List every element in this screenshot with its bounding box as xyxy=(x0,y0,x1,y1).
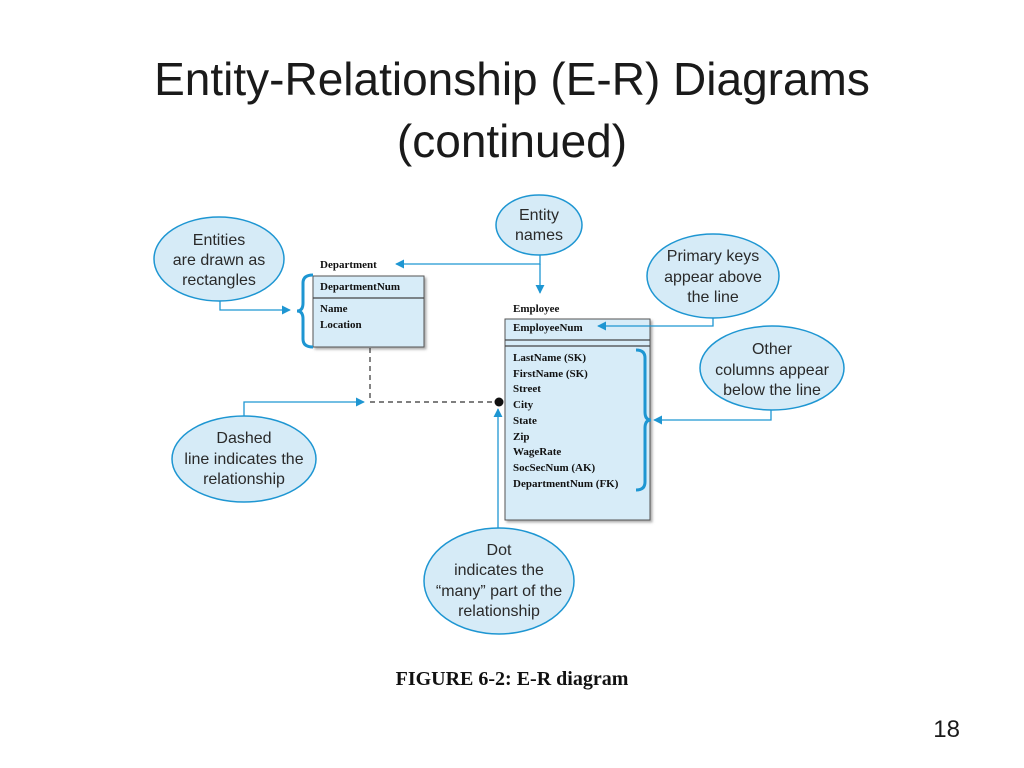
slide-title: Entity-Relationship (E-R) Diagrams (cont… xyxy=(0,48,1024,172)
department-table: DepartmentNum Name Location xyxy=(312,275,425,348)
employee-entity-name: Employee xyxy=(513,303,560,315)
callout-primary-keys-line: the line xyxy=(687,289,739,306)
department-primary-key: DepartmentNum xyxy=(320,281,400,293)
callout-other-columns-line: Other xyxy=(752,341,793,358)
employee-column: Zip xyxy=(513,431,530,443)
employee-table: EmployeeNum LastName (SK) FirstName (SK)… xyxy=(504,318,651,521)
figure-caption: FIGURE 6-2: E-R diagram xyxy=(395,668,629,690)
callout-other-columns: Other columns appear below the line xyxy=(699,325,845,411)
employee-column: City xyxy=(513,399,534,411)
callout-primary-keys-line: appear above xyxy=(664,269,762,286)
callout-dot-line: relationship xyxy=(458,603,540,620)
callout-entity-names-line: Entity xyxy=(519,207,559,224)
dashed-line-arrow xyxy=(243,397,365,418)
department-column: Location xyxy=(320,319,362,331)
employee-primary-key: EmployeeNum xyxy=(513,322,583,334)
employee-column: State xyxy=(513,415,537,427)
callout-dot-line: indicates the xyxy=(454,562,544,579)
slide-title-line-1: Entity-Relationship (E-R) Diagrams xyxy=(154,53,870,105)
employee-column: LastName (SK) xyxy=(513,352,586,364)
callout-entity-names: Entity names xyxy=(495,194,583,256)
employee-column: SocSecNum (AK) xyxy=(513,462,596,474)
primary-keys-arrow xyxy=(597,318,714,331)
callout-entities-line: rectangles xyxy=(182,272,256,289)
callout-dot-line: Dot xyxy=(487,542,512,559)
relationship-dashed-line xyxy=(369,348,498,403)
department-table-brace xyxy=(296,273,314,349)
employee-column: FirstName (SK) xyxy=(513,368,588,380)
employee-column: DepartmentNum (FK) xyxy=(513,478,619,490)
many-dot xyxy=(494,397,504,407)
callout-dashed-line-line: relationship xyxy=(203,471,285,488)
callout-dot: Dot indicates the “many” part of the rel… xyxy=(423,527,575,635)
callout-primary-keys-line: Primary keys xyxy=(667,248,759,265)
employee-column: Street xyxy=(513,383,541,395)
employee-columns-brace xyxy=(635,348,652,492)
callout-other-columns-line: columns appear xyxy=(715,362,830,379)
department-column: Name xyxy=(320,303,348,315)
slide-title-line-2: (continued) xyxy=(396,115,628,167)
callout-dashed-line: Dashed line indicates the relationship xyxy=(171,415,317,503)
callout-dot-line: “many” part of the xyxy=(436,583,562,600)
callout-other-columns-line: below the line xyxy=(723,382,821,399)
callout-entity-names-line: names xyxy=(515,227,563,244)
callout-dashed-line-line: line indicates the xyxy=(184,451,303,468)
callout-entities-line: are drawn as xyxy=(173,252,266,269)
employee-column: WageRate xyxy=(513,446,561,458)
page-number: 18 xyxy=(933,716,960,743)
callout-primary-keys: Primary keys appear above the line xyxy=(646,233,780,319)
callout-dashed-line-line: Dashed xyxy=(216,430,271,447)
callout-entities: Entities are drawn as rectangles xyxy=(153,216,285,302)
department-entity-name: Department xyxy=(320,259,377,271)
callout-entities-line: Entities xyxy=(193,232,245,249)
